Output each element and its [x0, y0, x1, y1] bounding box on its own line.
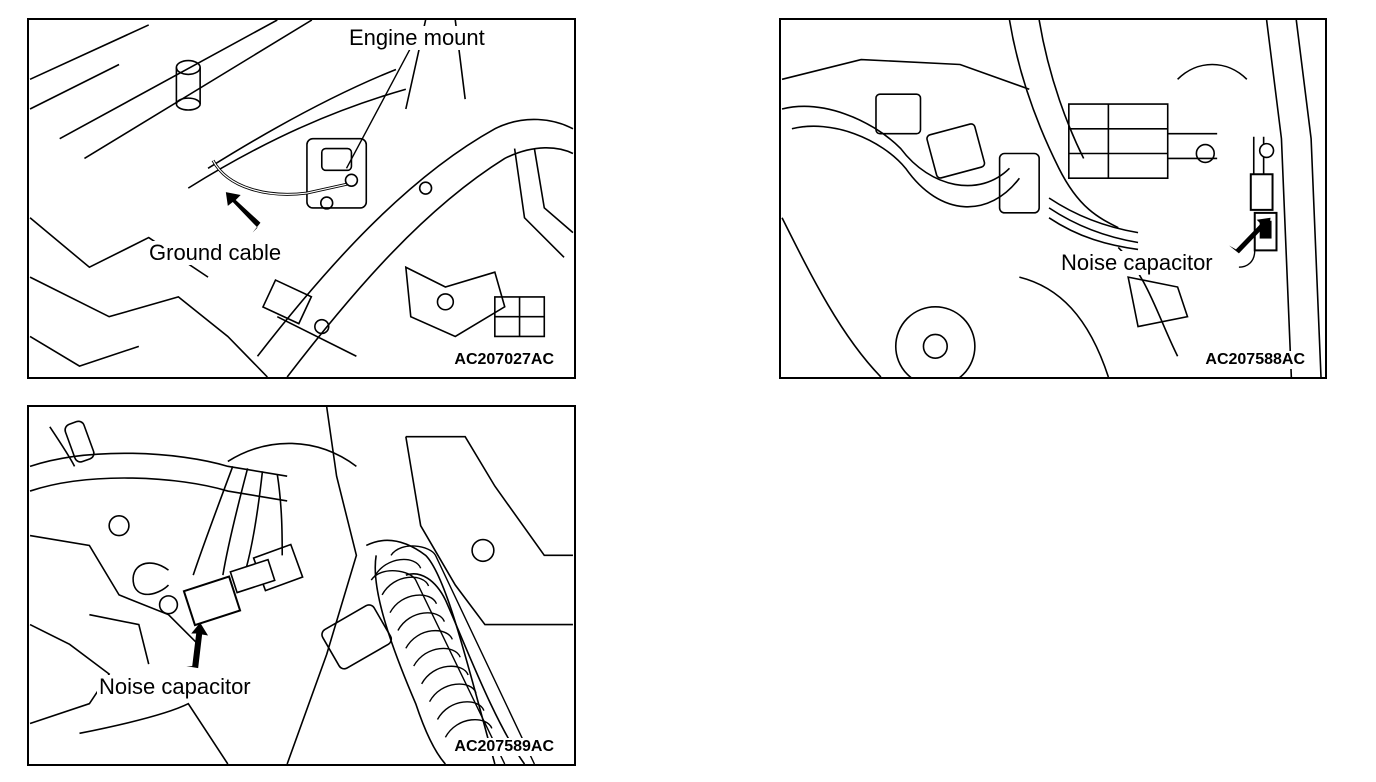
- engine-bay-illustration: [29, 20, 574, 377]
- callout-engine-mount: Engine mount: [347, 25, 487, 50]
- callout-noise-capacitor: Noise capacitor: [1059, 250, 1215, 275]
- figure-noise-capacitor-2: Noise capacitor AC207589AC: [27, 405, 576, 766]
- figure-engine-mount-ground-cable: Engine mount Ground cable AC207027AC: [27, 18, 576, 379]
- engine-bay-illustration: [781, 20, 1325, 377]
- figure-noise-capacitor-1: Noise capacitor AC207588AC: [779, 18, 1327, 379]
- figure-code: AC207027AC: [452, 351, 556, 369]
- callout-ground-cable: Ground cable: [147, 240, 284, 265]
- engine-bay-illustration: [29, 407, 574, 764]
- callout-noise-capacitor: Noise capacitor: [97, 674, 253, 699]
- figure-code: AC207588AC: [1203, 351, 1307, 369]
- figure-code: AC207589AC: [452, 738, 556, 756]
